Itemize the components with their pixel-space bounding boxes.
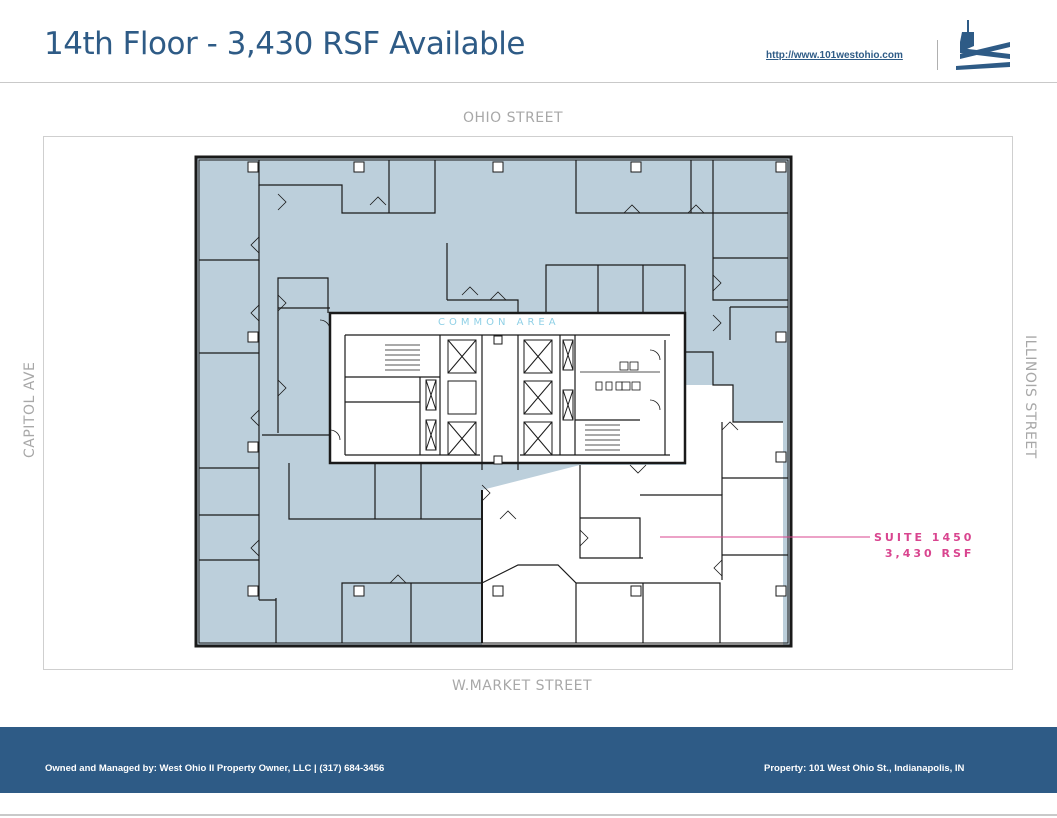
footer-property-address: Property: 101 West Ohio St., Indianapoli…: [764, 763, 965, 774]
page-footer: [0, 727, 1057, 793]
street-label-north: OHIO STREET: [463, 110, 564, 126]
common-area-label: COMMON AREA: [438, 317, 560, 328]
suite-name: SUITE 1450: [874, 531, 975, 544]
logo-divider: [937, 40, 938, 70]
building-logo-icon: [956, 20, 1010, 70]
page-header: 14th Floor - 3,430 RSF Available http://…: [0, 0, 1057, 83]
suite-label: SUITE 1450 3,430 RSF: [874, 530, 974, 562]
core-area: [330, 313, 685, 463]
floor-plan-frame: [43, 136, 1013, 670]
website-link[interactable]: http://www.101westohio.com: [766, 50, 903, 61]
bottom-divider: [0, 814, 1057, 816]
footer-owner-info: Owned and Managed by: West Ohio II Prope…: [45, 763, 385, 774]
street-label-south: W.MARKET STREET: [452, 678, 593, 694]
page-title: 14th Floor - 3,430 RSF Available: [44, 26, 525, 62]
suite-area: 3,430 RSF: [884, 547, 975, 560]
suite-1450-area: [482, 385, 783, 645]
